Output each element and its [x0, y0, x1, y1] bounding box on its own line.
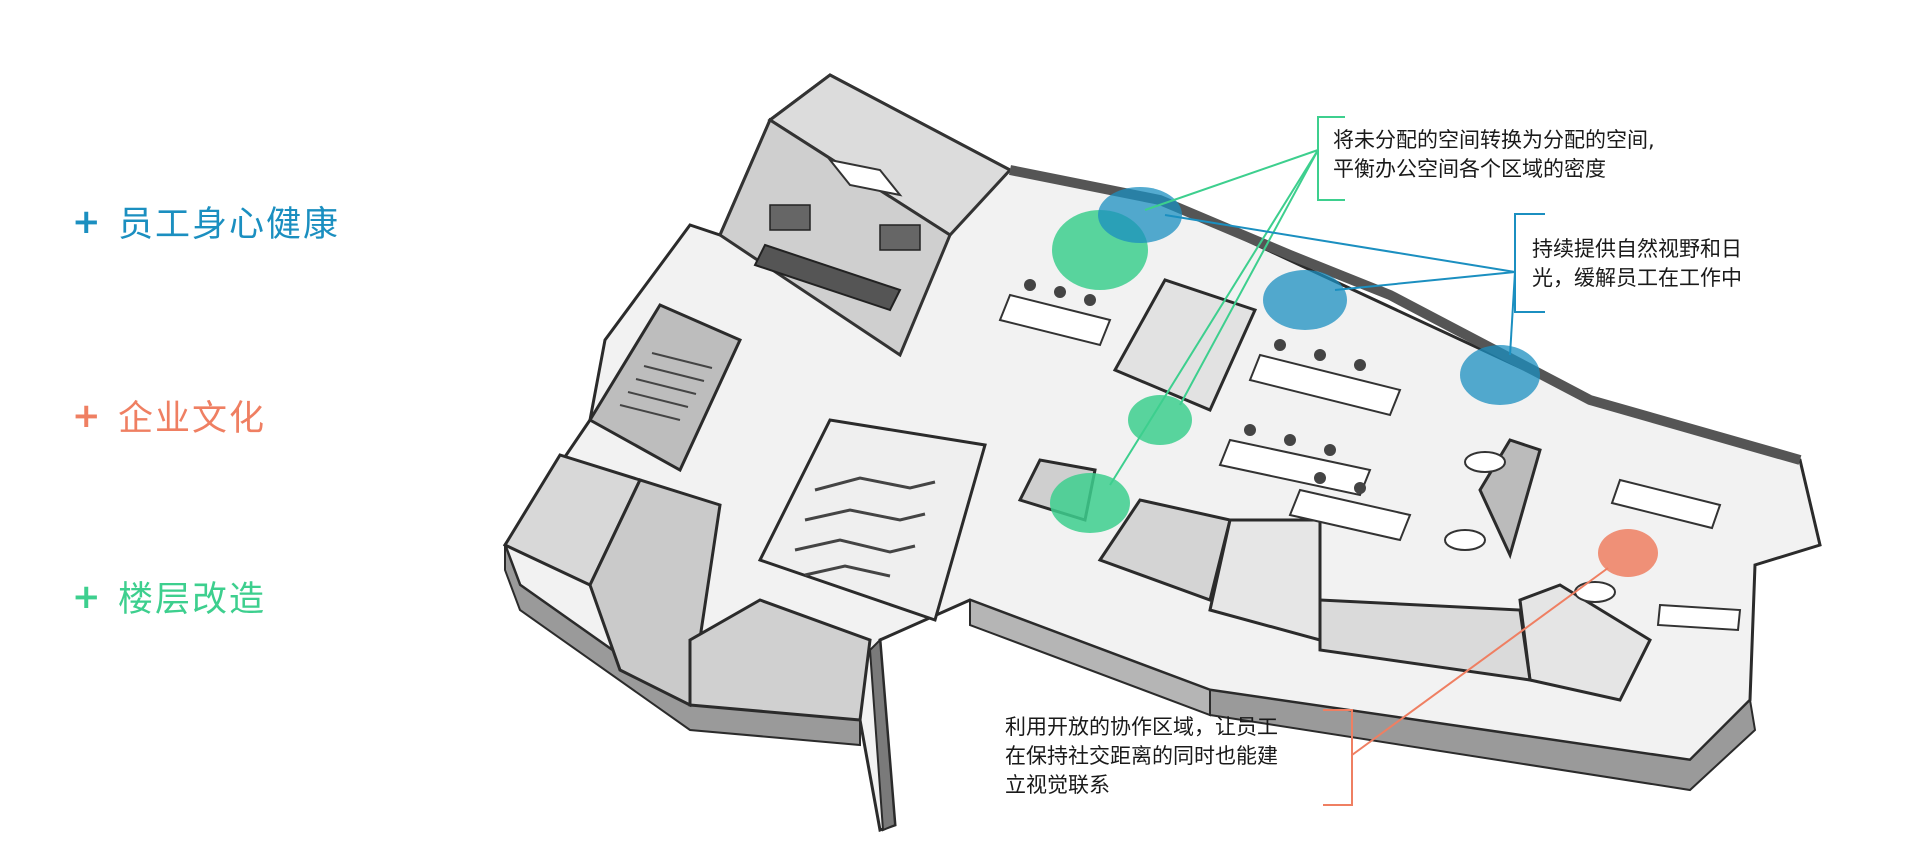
floor-edge-mid [969, 598, 1211, 717]
workstation-chairs [1024, 279, 1366, 494]
room-sw-block [588, 478, 722, 708]
room-south-row [1318, 598, 1532, 682]
green-leader-lines [1109, 116, 1345, 486]
desk-screens [769, 204, 921, 251]
callout-wellbeing: 持续提供自然视野和日 光，缓解员工在工作中 [1532, 235, 1742, 293]
callout-culture: 利用开放的协作区域，让员工 在保持社交距离的同时也能建 立视觉联系 [1005, 713, 1278, 800]
corridor-pier [868, 637, 897, 832]
floor-edge [504, 544, 861, 747]
legend-item-culture: + 企业文化 [72, 390, 266, 441]
orange-leader-lines [1323, 567, 1609, 806]
orange-highlight [1598, 529, 1658, 577]
workstations-north [998, 293, 1412, 542]
blue-highlights [1098, 187, 1540, 405]
room-central-small [1112, 278, 1258, 412]
training-rows [794, 476, 936, 578]
stair-treads [619, 352, 713, 421]
stair-core-west [587, 303, 743, 473]
callout-line: 利用开放的协作区域，让员工 [1005, 715, 1278, 739]
callout-floor-renovation: 将未分配的空间转换为分配的空间, 平衡办公空间各个区域的密度 [1333, 126, 1655, 184]
legend-item-floor-renovation: + 楼层改造 [72, 571, 266, 622]
legend-label-floor-renovation: 楼层改造 [118, 580, 267, 620]
legend-label-wellbeing: 员工身心健康 [118, 205, 341, 245]
room-sw-small [688, 598, 872, 722]
blue-leader-lines [1164, 213, 1545, 356]
east-bench-desks [1610, 478, 1742, 632]
round-tables [1444, 451, 1616, 603]
callout-line: 光，缓解员工在工作中 [1532, 266, 1742, 290]
legend-label-culture: 企业文化 [118, 399, 267, 439]
conference-table [827, 158, 903, 197]
callout-line: 将未分配的空间转换为分配的空间, [1333, 128, 1655, 152]
plus-icon: + [72, 395, 103, 436]
callout-line: 立视觉联系 [1005, 773, 1110, 797]
legend-item-wellbeing: + 员工身心健康 [72, 196, 340, 247]
callout-line: 平衡办公空间各个区域的密度 [1333, 157, 1606, 181]
bench-desk-block [753, 243, 902, 312]
plus-icon: + [72, 576, 103, 617]
callout-line: 在保持社交距离的同时也能建 [1005, 744, 1278, 768]
room-training [757, 418, 987, 622]
plus-icon: + [72, 201, 103, 242]
callout-line: 持续提供自然视野和日 [1532, 237, 1742, 261]
